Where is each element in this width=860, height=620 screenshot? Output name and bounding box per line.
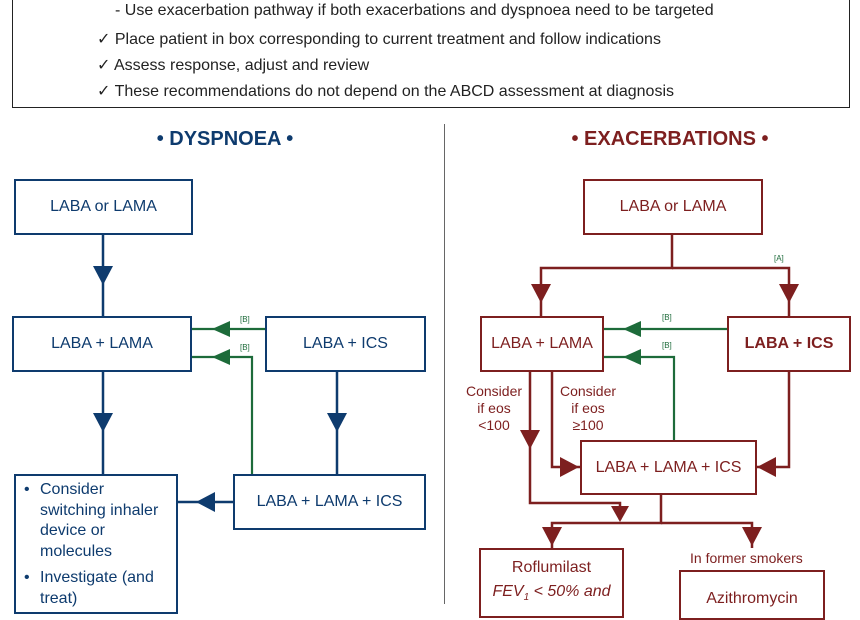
exacerbations-heading: • EXACERBATIONS • — [571, 128, 769, 150]
arrowhead-dys-2 — [93, 413, 113, 432]
bullet-icon: • — [24, 569, 30, 586]
bullet-text: Consider switching inhaler device or mol… — [40, 481, 159, 560]
dys-laba-or-lama-box: LABA or LAMA — [14, 179, 193, 235]
arrow-dys-triple-to-dual — [192, 355, 254, 474]
dys-consider-box: • Consider switching inhaler device or m… — [14, 474, 178, 614]
eos-label: if eos — [571, 400, 605, 416]
roflumilast-criteria: FEV1 < 50% and — [492, 583, 611, 604]
arrow-exa-triple-to-azithro — [661, 521, 754, 548]
eos-threshold: ≥100 — [572, 417, 604, 433]
exa-consider-high-eos: Consider if eos ≥100 — [556, 383, 620, 434]
exa-evidence-tag-b: [B] — [662, 341, 672, 350]
dys-evidence-tag-b: [B] — [240, 315, 250, 324]
dys-bullet-switch-inhaler: • Consider switching inhaler device or m… — [24, 480, 170, 562]
note-abcd: ✓ These recommendations do not depend on… — [97, 81, 674, 101]
dys-laba-ics-box: LABA + ICS — [265, 316, 426, 372]
fev-label: FEV — [492, 583, 524, 600]
checkmark-icon: ✓ — [97, 57, 111, 74]
roflumilast-label: Roflumilast — [511, 559, 592, 576]
instructions-box: - Use exacerbation pathway if both exace… — [12, 0, 850, 108]
note-place-patient: ✓ Place patient in box corresponding to … — [97, 29, 661, 49]
exa-laba-ics-box: LABA + ICS — [727, 316, 851, 372]
eos-threshold: <100 — [478, 417, 510, 433]
note-text: These recommendations do not depend on t… — [114, 83, 675, 100]
arrowhead-dys-3 — [327, 413, 347, 432]
consider-label: Consider — [559, 383, 617, 399]
bullet-icon: • — [24, 481, 30, 498]
bullet-text: Investigate (and treat) — [40, 569, 154, 607]
exa-evidence-tag-b: [B] — [662, 313, 672, 322]
flow-connectors — [93, 234, 799, 548]
exa-roflumilast-box: Roflumilast FEV1 < 50% and — [479, 548, 624, 618]
dyspnoea-heading: • DYSPNOEA • — [156, 128, 294, 150]
note-exacerbation-pathway: - Use exacerbation pathway if both exace… — [115, 2, 714, 19]
column-divider — [444, 124, 445, 604]
dys-bullet-investigate: • Investigate (and treat) — [24, 568, 170, 609]
note-text: Place patient in box corresponding to cu… — [114, 31, 661, 48]
exa-consider-low-eos: Consider if eos <100 — [462, 383, 526, 434]
dys-laba-lama-box: LABA + LAMA — [12, 316, 192, 372]
checkmark-icon: ✓ — [97, 83, 111, 100]
note-text: Assess response, adjust and review — [113, 57, 370, 74]
note-assess-response: ✓ Assess response, adjust and review — [97, 55, 369, 75]
checkmark-icon: ✓ — [97, 31, 111, 48]
consider-label: Consider — [465, 383, 523, 399]
dys-triple-box: LABA + LAMA + ICS — [233, 474, 426, 530]
exa-former-smokers-label: In former smokers — [690, 550, 803, 566]
fev-threshold: < 50% and — [529, 583, 611, 600]
eos-label: if eos — [477, 400, 511, 416]
exa-evidence-tag-a: [A] — [774, 254, 784, 263]
exa-laba-lama-box: LABA + LAMA — [480, 316, 604, 372]
arrow-exa-ics-to-triple — [755, 371, 791, 469]
arrow-exa-top-to-ics — [672, 266, 791, 316]
exa-triple-box: LABA + LAMA + ICS — [580, 440, 757, 495]
dys-evidence-tag-b: [B] — [240, 343, 250, 352]
arrowhead-dys-1 — [93, 266, 113, 285]
exa-azithromycin-box: Azithromycin — [679, 570, 825, 620]
arrow-exa-top-to-dual — [539, 234, 674, 316]
exa-laba-or-lama-box: LABA or LAMA — [583, 179, 763, 235]
arrowhead-dys-4 — [196, 492, 215, 512]
